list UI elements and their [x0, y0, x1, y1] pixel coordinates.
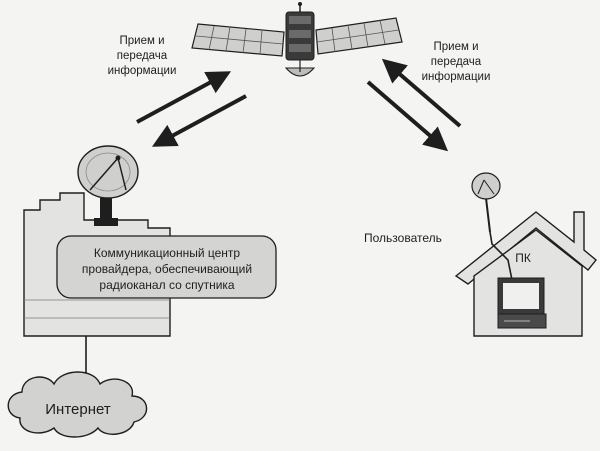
provider-dish-antenna-icon	[77, 145, 139, 226]
downlink-arrow-right	[366, 80, 449, 152]
internet-cloud-icon: Интернет	[7, 371, 148, 438]
provider-center-line-1: Коммуникационный центр	[94, 246, 241, 260]
right-link-label: Прием и передача информации	[422, 41, 491, 83]
left-link-label-line-1: Прием и	[119, 35, 164, 47]
satellite-right-panel	[315, 17, 403, 55]
left-link-label: Прием и передача информации	[108, 35, 177, 77]
downlink-arrow-left	[151, 94, 247, 147]
right-link-label-line-2: передача	[431, 56, 482, 68]
computer-icon	[497, 277, 547, 329]
right-link-arrows	[366, 58, 462, 152]
left-link-label-line-2: передача	[117, 50, 168, 62]
provider-center-line-3: радиоканал со спутника	[99, 278, 235, 292]
left-link-label-line-3: информации	[108, 65, 177, 77]
dish-pc-cable	[489, 231, 513, 281]
provider-center-line-2: провайдера, обеспечивающий	[82, 262, 252, 276]
left-link-arrows	[136, 71, 247, 147]
user-label: Пользователь	[364, 231, 442, 245]
user-dish-antenna-icon	[471, 172, 501, 233]
provider-center-callout: Коммуникационный центр провайдера, обесп…	[56, 235, 277, 299]
internet-label: Интернет	[45, 401, 111, 418]
right-link-label-line-1: Прием и	[433, 41, 478, 53]
pc-label: ПК	[515, 251, 531, 265]
uplink-arrow-left	[136, 71, 232, 124]
satellite-icon	[191, 2, 403, 77]
satellite-left-panel	[191, 23, 285, 57]
uplink-arrow-right	[381, 58, 462, 128]
right-link-label-line-3: информации	[422, 71, 491, 83]
